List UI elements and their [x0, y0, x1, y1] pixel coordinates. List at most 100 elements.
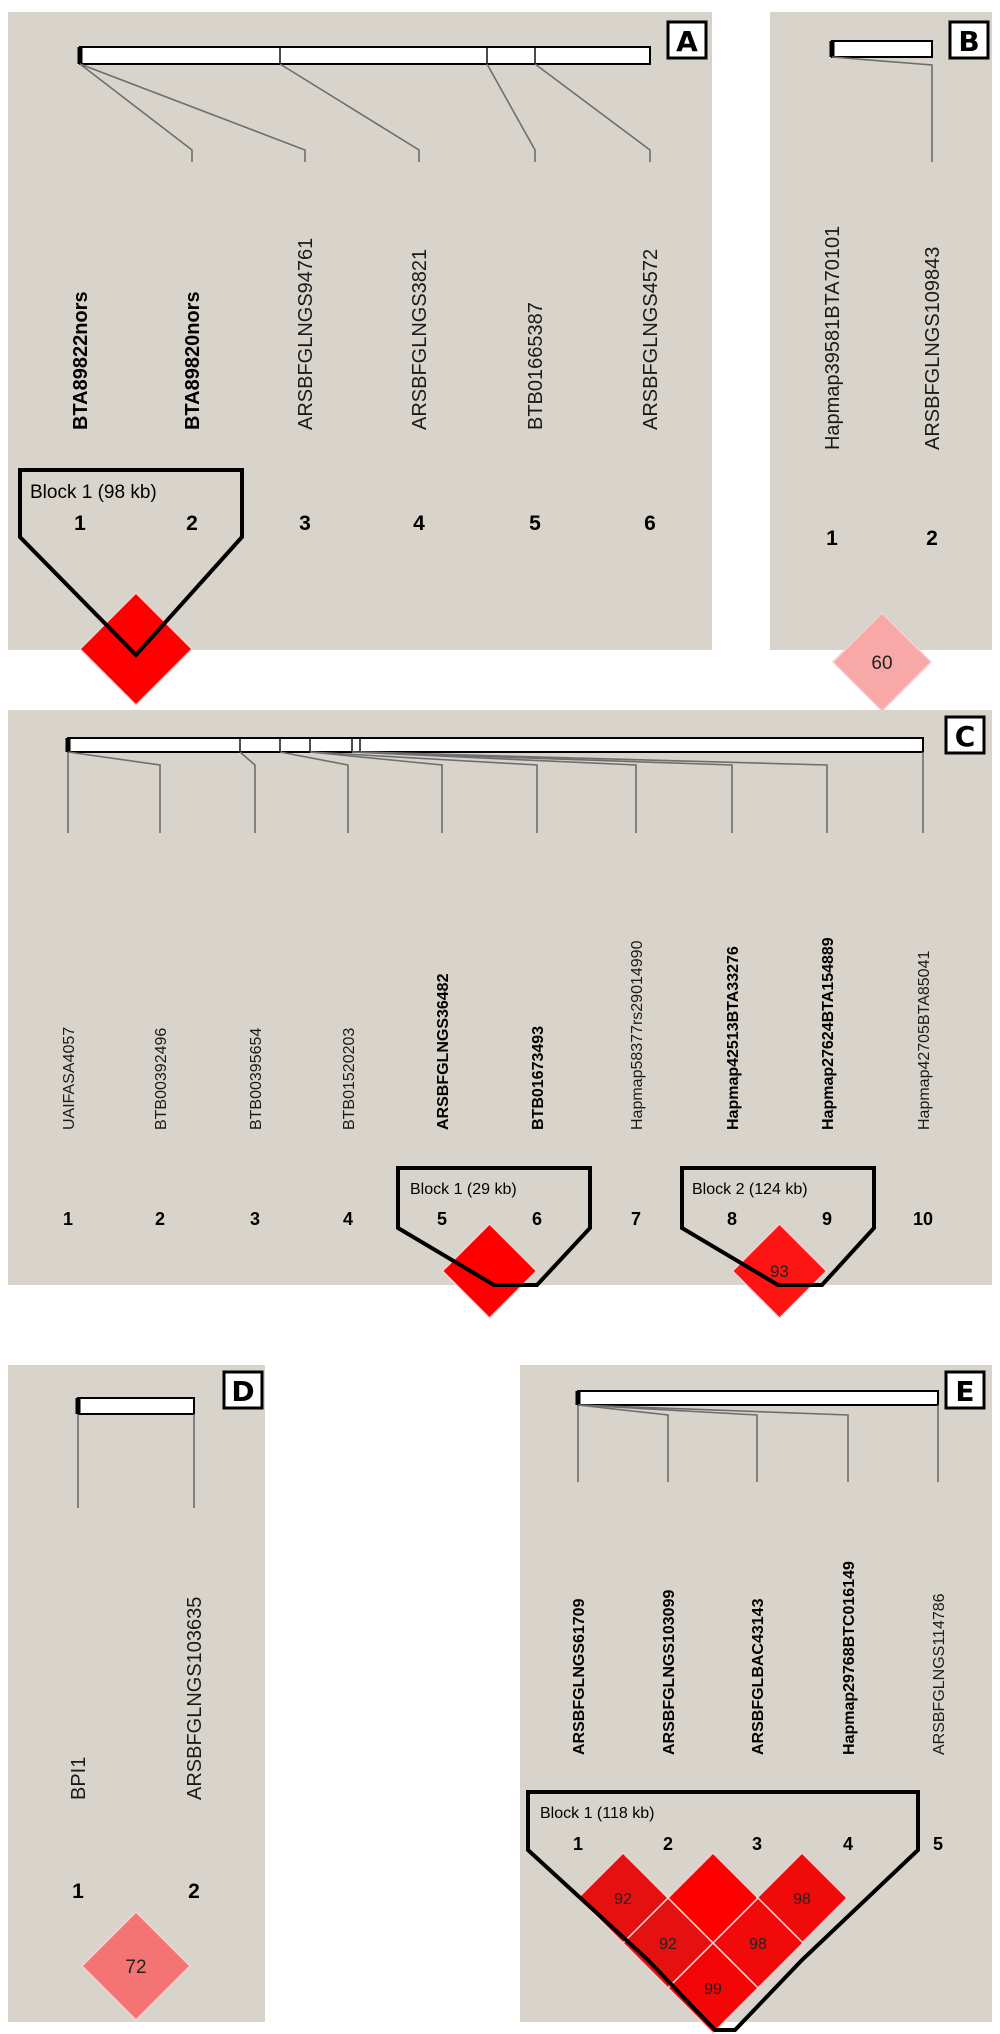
marker-name: BTA89820nors [182, 291, 204, 430]
marker-name: UAIFASA4057 [61, 1027, 78, 1130]
marker-name: ARSBFGLNGS103635 [184, 1597, 206, 1800]
haplotype-block-label: Block 1 (29 kb) [410, 1181, 517, 1198]
marker-index: 1 [74, 512, 86, 535]
connector-line [577, 1404, 758, 1482]
haplotype-block-label: Block 1 (98 kb) [30, 482, 157, 503]
marker-index: 6 [644, 512, 656, 535]
marker-index: 3 [299, 512, 311, 535]
marker-index: 10 [913, 1209, 933, 1229]
marker-index: 1 [826, 527, 838, 550]
marker-name: ARSBFGLNGS114786 [931, 1593, 948, 1755]
marker-index: 7 [631, 1209, 641, 1229]
haplotype-block-label: Block 1 (118 kb) [540, 1805, 654, 1822]
panel-background [770, 12, 992, 650]
ld-cell-value: 98 [793, 1891, 811, 1908]
marker-index: 4 [413, 512, 425, 535]
connector-line [351, 751, 733, 833]
marker-name: BTB00392496 [153, 1028, 170, 1130]
marker-index: 4 [343, 1209, 353, 1229]
panel-background [8, 710, 992, 1285]
ld-cell [731, 1222, 828, 1320]
marker-name: Hapmap42513BTA33276 [725, 946, 742, 1130]
marker-name: Hapmap27624BTA154889 [820, 937, 837, 1130]
panel-letter-box [944, 715, 986, 755]
physical-map-ruler [79, 46, 651, 65]
marker-name: ARSBFGLNGS103099 [661, 1590, 678, 1755]
marker-index: 9 [822, 1209, 832, 1229]
marker-name: Hapmap29768BTC016149 [841, 1561, 858, 1755]
connector-line [279, 63, 420, 162]
panel-e: ARSBFGLNGS617091ARSBFGLNGS1030992ARSBFGL… [520, 1365, 992, 2034]
haplotype-block-outline [526, 1790, 920, 2032]
marker-name: ARSBFGLBAC43143 [750, 1598, 767, 1755]
marker-name: ARSBFGLNGS3821 [409, 249, 431, 430]
marker-index: 3 [250, 1209, 260, 1229]
ld-cell [441, 1222, 538, 1320]
panel-a: BTA89822nors 1 BTA89820nors 2 ARSBFGLNGS9476… [8, 12, 712, 707]
marker-index: 2 [663, 1834, 673, 1854]
marker-name: BTB01665387 [525, 302, 547, 430]
physical-map-ruler [831, 40, 933, 58]
marker-index: 2 [186, 512, 198, 535]
ld-cell-value: 93 [770, 1262, 789, 1281]
panel-letter-box [666, 20, 708, 60]
panel-background [8, 12, 712, 650]
marker-name: BPI1 [68, 1757, 90, 1800]
connector-line [79, 63, 306, 162]
marker-name: BTA89822nors [70, 291, 92, 430]
marker-name: ARSBFGLNGS94761 [295, 238, 317, 430]
connector-line [351, 751, 637, 833]
marker-index: 1 [72, 1880, 84, 1903]
ld-cell-value: 72 [125, 1957, 146, 1978]
connector-line [79, 63, 193, 162]
ld-cell-value: 98 [749, 1936, 767, 1953]
connector-line [831, 56, 933, 162]
connector-line [239, 751, 256, 833]
connector-line [534, 63, 651, 162]
marker-name: Hapmap39581BTA70101 [822, 226, 844, 450]
panel-letter: C [955, 720, 976, 753]
ld-cell-value: 60 [871, 653, 892, 674]
marker-index: 8 [727, 1209, 737, 1229]
marker-index: 2 [155, 1209, 165, 1229]
connector-line [309, 751, 538, 833]
marker-name: ARSBFGLNGS109843 [922, 247, 944, 450]
ld-cell-value: 99 [704, 1981, 722, 1998]
connector-line [359, 751, 828, 833]
panel-letter-box [944, 1370, 986, 1410]
connector-line [309, 751, 443, 833]
panel-letter-box [222, 1370, 264, 1410]
marker-index: 6 [532, 1209, 542, 1229]
marker-name: BTB01673493 [530, 1026, 547, 1130]
physical-map-ruler [577, 1390, 939, 1406]
ld-cell-value: 92 [614, 1891, 632, 1908]
connector-line [486, 63, 536, 162]
marker-name: ARSBFGLNGS4572 [640, 249, 662, 430]
marker-index: 5 [933, 1834, 943, 1854]
marker-index: 2 [926, 527, 938, 550]
haplotype-block-outline [18, 468, 244, 658]
panel-c: UAIFASA4057 1 BTB00392496 2 BTB00395654 3 BTB0… [8, 710, 992, 1320]
physical-map-ruler [77, 1397, 195, 1415]
haplotype-block-label: Block 2 (124 kb) [692, 1181, 808, 1198]
haplotype-block-outline [396, 1166, 592, 1287]
marker-index: 4 [843, 1834, 853, 1854]
panel-d: BPI1 1 ARSBFGLNGS103635 2 72 D [8, 1365, 265, 2022]
physical-map-ruler [67, 737, 924, 753]
ld-cell [80, 1910, 192, 2022]
ld-cell [666, 1941, 760, 2034]
marker-index: 2 [188, 1880, 200, 1903]
panel-letter: A [676, 25, 698, 58]
panel-letter: E [955, 1375, 974, 1408]
panel-letter: D [231, 1375, 254, 1408]
marker-index: 1 [63, 1209, 73, 1229]
marker-name: BTB01520203 [341, 1028, 358, 1130]
connector-line [67, 751, 161, 833]
marker-name: Hapmap42705BTA85041 [916, 951, 933, 1130]
marker-index: 3 [752, 1834, 762, 1854]
marker-name: BTB00395654 [248, 1028, 265, 1130]
panel-letter-box [948, 20, 990, 60]
marker-name: ARSBFGLNGS36482 [435, 973, 452, 1130]
